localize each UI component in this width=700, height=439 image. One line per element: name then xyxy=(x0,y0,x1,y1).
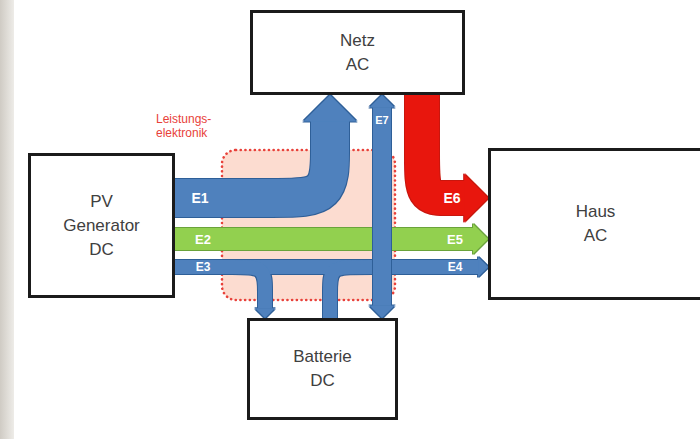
connector-group xyxy=(175,239,473,240)
label-anchor: E4 xyxy=(448,261,463,273)
flow-label: E4 xyxy=(448,261,463,273)
flow-arrow xyxy=(373,107,391,306)
grid-box: Netz AC xyxy=(250,10,465,95)
flow-label: E5 xyxy=(447,233,463,246)
region-label: Leistungs- elektronik xyxy=(156,112,211,140)
flow-arrow xyxy=(422,95,465,198)
flow-arrow xyxy=(175,267,265,308)
flow-label: E2 xyxy=(195,233,211,246)
node-label: Haus AC xyxy=(576,200,616,248)
label-anchor: E2 xyxy=(195,233,211,246)
node-label: Batterie DC xyxy=(293,345,352,393)
flow-label: E6 xyxy=(443,191,460,205)
node-label: Netz AC xyxy=(340,29,375,77)
node-label: PV Generator DC xyxy=(63,190,140,262)
flow-label: E1 xyxy=(191,191,208,205)
connector-group xyxy=(382,107,383,306)
flow-label: E3 xyxy=(196,261,211,273)
pv-generator-box: PV Generator DC xyxy=(28,153,175,298)
flow-arrow xyxy=(330,267,478,318)
label-anchor: E5 xyxy=(447,233,463,246)
photo-strip xyxy=(0,0,14,439)
label-anchor: E3 xyxy=(196,261,211,273)
power-electronics-region: Leistungs- elektronik xyxy=(222,150,395,300)
label-anchor: E1 xyxy=(191,191,208,205)
connector-group xyxy=(422,95,465,198)
power-electronics-outline xyxy=(222,150,395,300)
label-anchor: E7 xyxy=(375,115,388,126)
house-box: Haus AC xyxy=(488,148,700,300)
flow-arrow xyxy=(175,228,473,250)
flow-label: E7 xyxy=(375,115,388,126)
battery-box: Batterie DC xyxy=(247,318,398,420)
label-anchor: E6 xyxy=(443,191,460,205)
